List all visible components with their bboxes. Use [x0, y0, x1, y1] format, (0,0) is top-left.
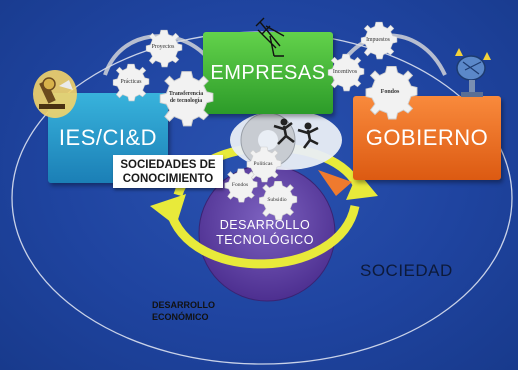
- orange-arrow: [318, 170, 352, 196]
- gear-label-transferencia-line1: Transferencia: [168, 91, 204, 97]
- desarrollo-economico-label: DESARROLLO ECONÓMICO: [152, 299, 215, 323]
- gear-label-practicas: Prácticas: [120, 79, 142, 85]
- sociedades-line1: SOCIEDADES DE: [120, 158, 216, 171]
- desarrollo-tecnologico-line1: DESARROLLO: [219, 218, 311, 232]
- sociedades-conocimiento-box: SOCIEDADES DE CONOCIMIENTO: [113, 155, 223, 188]
- business-people-running-icon: [273, 118, 319, 149]
- empresas-box: EMPRESAS: [203, 32, 333, 114]
- yellow-arrowhead-right: [346, 172, 378, 200]
- gear-label-subsidio: Subsidio: [267, 197, 287, 203]
- gear-label-transferencia: Transferencia de tecnología: [162, 91, 210, 105]
- sociedades-line2: CONOCIMIENTO: [122, 172, 214, 185]
- gear-label-incentivos: Incentivos: [332, 69, 358, 75]
- yellow-arrow-left: [165, 204, 360, 269]
- gear-label-fondos-center: Fondos: [231, 182, 249, 188]
- satellite-antenna-icon: [255, 17, 285, 57]
- gear-label-proyectos: Proyectos: [151, 44, 175, 50]
- satellite-dish-icon: [455, 48, 491, 97]
- desarrollo-economico-line1: DESARROLLO: [152, 300, 215, 310]
- scientist-microscope-icon: [33, 70, 77, 118]
- gear-label-impuestos: Impuestos: [366, 37, 390, 43]
- yellow-arrowhead-left: [150, 194, 186, 226]
- gear-label-politicas: Políticas: [253, 161, 273, 167]
- desarrollo-tecnologico-label: DESARROLLO TECNOLÓGICO: [210, 218, 320, 248]
- gear-cycle-arrow-left: [103, 34, 207, 76]
- empresas-label: EMPRESAS: [210, 62, 326, 84]
- sociedad-label: SOCIEDAD: [360, 261, 453, 280]
- gear-label-fondos-gobierno: Fondos: [380, 89, 400, 95]
- gear-label-transferencia-line2: de tecnología: [169, 98, 203, 104]
- desarrollo-tecnologico-line2: TECNOLÓGICO: [216, 233, 314, 247]
- desarrollo-economico-line2: ECONÓMICO: [152, 312, 209, 322]
- ies-label: IES/CI&D: [58, 125, 158, 150]
- gobierno-label: GOBIERNO: [365, 125, 489, 150]
